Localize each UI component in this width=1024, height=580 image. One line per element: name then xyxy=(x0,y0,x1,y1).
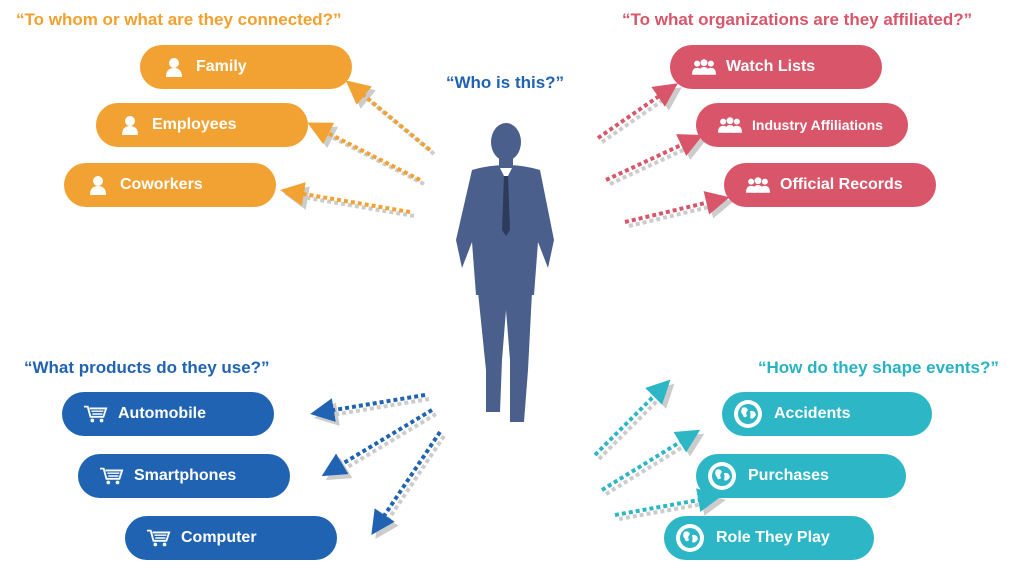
pill-label: Employees xyxy=(152,116,237,133)
pill-label: Role They Play xyxy=(716,529,830,546)
arrow-orange-3 xyxy=(280,182,411,214)
pill-label: Smartphones xyxy=(134,467,237,484)
arrow-red-1 xyxy=(596,83,678,140)
pill-purchases[interactable]: Purchases xyxy=(696,454,906,498)
pill-employees[interactable]: Employees xyxy=(96,103,308,147)
pill-automobile[interactable]: Automobile xyxy=(62,392,274,436)
question-connected: “To whom or what are they connected?” xyxy=(16,10,342,29)
cart-icon xyxy=(84,403,108,425)
arrow-shadow xyxy=(600,87,682,144)
pill-watch-lists[interactable]: Watch Lists xyxy=(670,45,882,89)
arrow-shadow xyxy=(284,186,415,218)
question-affiliated: “To what organizations are they affiliat… xyxy=(622,10,973,29)
cart-icon xyxy=(147,527,171,549)
arrow-teal-1 xyxy=(593,379,671,457)
arrow-blue-1 xyxy=(310,393,426,422)
arrow-shadow xyxy=(628,195,734,228)
person-icon xyxy=(118,114,142,136)
pill-label: Purchases xyxy=(748,467,829,484)
arrow-shadow xyxy=(314,397,430,426)
pill-label: Industry Affiliations xyxy=(752,117,883,133)
pill-computer[interactable]: Computer xyxy=(125,516,337,560)
globe-icon xyxy=(732,398,764,430)
cart-icon xyxy=(100,465,124,487)
person-icon xyxy=(162,56,186,78)
arrow-orange-1 xyxy=(345,80,432,152)
pill-role-they-play[interactable]: Role They Play xyxy=(664,516,874,560)
pill-label: Computer xyxy=(181,529,257,546)
pill-label: Family xyxy=(196,58,247,75)
group-icon xyxy=(746,174,770,196)
question-products: “What products do they use?” xyxy=(24,358,270,377)
arrow-red-3 xyxy=(624,191,730,224)
arrow-shadow xyxy=(604,433,705,496)
arrow-teal-3 xyxy=(614,488,722,517)
question-who: “Who is this?” xyxy=(446,73,565,92)
pill-label: Accidents xyxy=(774,405,851,422)
arrow-red-2 xyxy=(605,134,703,182)
arrow-teal-2 xyxy=(600,429,701,492)
arrow-shadow xyxy=(375,434,446,539)
person-icon xyxy=(86,174,110,196)
group-icon xyxy=(692,56,716,78)
arrow-shadow xyxy=(609,138,707,186)
pill-family[interactable]: Family xyxy=(140,45,352,89)
pill-label: Automobile xyxy=(118,405,206,422)
pill-industry-affiliations[interactable]: Industry Affiliations xyxy=(696,103,908,147)
pill-label: Official Records xyxy=(780,176,903,193)
globe-icon xyxy=(674,522,706,554)
arrow-blue-3 xyxy=(371,430,442,535)
question-events: “How do they shape events?” xyxy=(758,358,999,377)
arrow-shadow xyxy=(325,412,438,481)
arrow-blue-2 xyxy=(321,408,434,477)
pill-coworkers[interactable]: Coworkers xyxy=(64,163,276,207)
person-silhouette xyxy=(456,123,554,422)
globe-icon xyxy=(706,460,738,492)
arrow-shadow xyxy=(597,383,675,461)
pill-accidents[interactable]: Accidents xyxy=(722,392,932,436)
pill-label: Watch Lists xyxy=(726,58,816,75)
group-icon xyxy=(718,114,742,136)
pill-smartphones[interactable]: Smartphones xyxy=(78,454,290,498)
pill-label: Coworkers xyxy=(120,176,203,193)
arrow-orange-2 xyxy=(307,122,421,182)
pill-official-records[interactable]: Official Records xyxy=(724,163,936,207)
